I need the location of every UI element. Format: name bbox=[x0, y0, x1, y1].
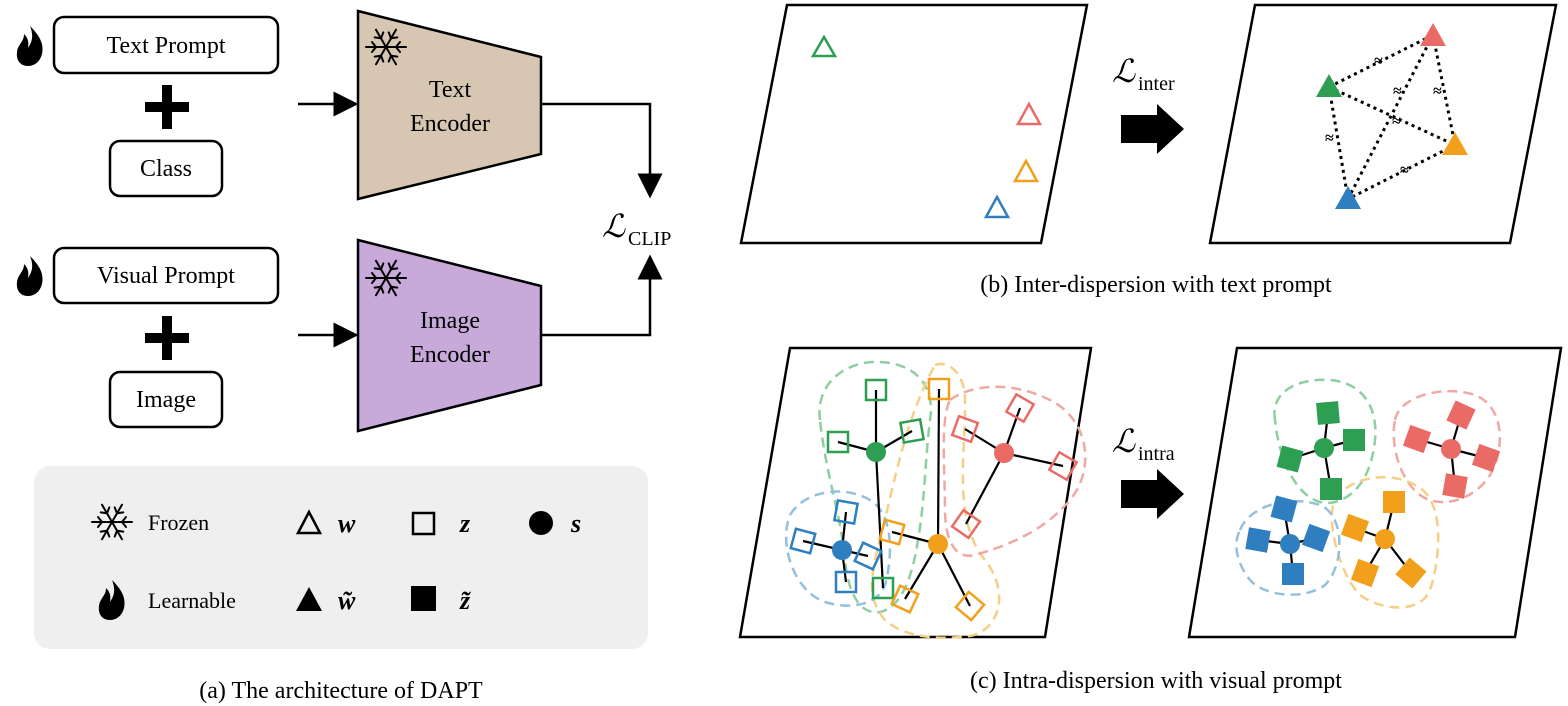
loss-intra-symbol: ℒ bbox=[1112, 423, 1136, 459]
loss-intra-subscript: intra bbox=[1138, 443, 1175, 465]
loss-clip-symbol: ℒ bbox=[602, 208, 626, 244]
embedding-space-before bbox=[738, 346, 1093, 639]
class-label: Class bbox=[140, 156, 192, 182]
circle-filled-icon bbox=[529, 511, 553, 535]
loss-inter-subscript: inter bbox=[1138, 73, 1175, 95]
orange-center bbox=[1375, 529, 1395, 549]
triangle-filled-icon bbox=[1335, 186, 1361, 209]
triangle-outline-icon bbox=[983, 194, 1011, 219]
svg-text:≈: ≈ bbox=[1433, 83, 1442, 100]
image-box bbox=[108, 370, 224, 429]
image-label: Image bbox=[136, 387, 196, 413]
blue-samples bbox=[789, 498, 883, 594]
visual-prompt-label: Visual Prompt bbox=[97, 263, 235, 289]
image-encoder bbox=[356, 238, 543, 433]
legend-z-label: z bbox=[459, 509, 471, 538]
right-arrow-icon bbox=[1121, 469, 1184, 519]
plus-icon bbox=[145, 316, 189, 360]
square-outline-icon bbox=[411, 511, 436, 536]
loss-clip-subscript: CLIP bbox=[628, 228, 671, 250]
svg-text:≈: ≈ bbox=[1374, 53, 1383, 70]
embedding-space-after bbox=[1187, 346, 1563, 639]
image-encoder-label-2: Encoder bbox=[410, 342, 490, 368]
approx-marks: ≈ ≈ ≈ ≈ ≈ ≈ bbox=[1325, 53, 1442, 179]
legend-box bbox=[34, 466, 648, 649]
legend-learnable-label: Learnable bbox=[148, 588, 236, 613]
text-encoder-label-1: Text bbox=[429, 77, 472, 103]
legend-w-label: w bbox=[338, 509, 356, 538]
text-prompt-box bbox=[52, 15, 280, 75]
red-samples-after bbox=[1402, 400, 1501, 499]
loss-inter-symbol: ℒ bbox=[1112, 53, 1136, 89]
svg-text:≈: ≈ bbox=[1400, 162, 1409, 179]
svg-text:≈: ≈ bbox=[1393, 83, 1402, 100]
triangle-filled-icon bbox=[1316, 74, 1342, 97]
blue-samples-after bbox=[1245, 495, 1331, 585]
caption-c: (c) Intra-dispersion with visual prompt bbox=[970, 668, 1342, 694]
panel-a: Text Prompt Class Text Encoder ℒ CLIP Vi… bbox=[16, 9, 671, 704]
text-encoder bbox=[356, 9, 543, 201]
dispersion-lines bbox=[1327, 33, 1457, 201]
green-samples bbox=[826, 378, 926, 600]
orange-samples-after bbox=[1340, 491, 1427, 589]
class-box bbox=[108, 139, 224, 198]
text-output-arrow bbox=[541, 102, 663, 199]
cluster-red bbox=[942, 385, 1087, 558]
triangle-filled-icon bbox=[296, 587, 322, 611]
embedding-space-after bbox=[1208, 3, 1558, 245]
legend-s-label: s bbox=[570, 509, 581, 538]
embedding-space-before bbox=[739, 3, 1089, 245]
green-center bbox=[1314, 438, 1334, 458]
cluster-orange bbox=[870, 362, 1001, 639]
triangle-outline-icon bbox=[810, 34, 838, 58]
red-center bbox=[994, 443, 1014, 463]
legend-frozen-label: Frozen bbox=[148, 510, 209, 535]
red-samples bbox=[950, 392, 1079, 540]
cluster-blue bbox=[1235, 500, 1341, 596]
blue-center bbox=[832, 540, 852, 560]
orange-center bbox=[928, 534, 948, 554]
text-prompt-label: Text Prompt bbox=[107, 33, 226, 59]
image-output-arrow bbox=[541, 254, 663, 337]
text-encoder-label-2: Encoder bbox=[410, 111, 490, 137]
panel-c: ℒ intra bbox=[738, 346, 1563, 694]
square-filled-icon bbox=[411, 586, 436, 611]
triangle-outline-icon bbox=[295, 509, 323, 535]
panel-b: ℒ inter ≈ ≈ ≈ ≈ ≈ ≈ (b) Inter-dispersion… bbox=[739, 3, 1558, 298]
cluster-blue bbox=[784, 490, 892, 607]
svg-text:≈: ≈ bbox=[1325, 130, 1334, 147]
legend-z-tilde-label: z̃ bbox=[459, 586, 471, 615]
right-arrow-icon bbox=[1121, 104, 1184, 154]
flame-icon bbox=[16, 26, 43, 66]
cluster-green bbox=[1273, 378, 1377, 505]
triangle-filled-icon bbox=[1442, 132, 1468, 155]
plus-icon bbox=[145, 85, 189, 129]
triangle-outline-icon bbox=[1015, 101, 1043, 126]
green-center bbox=[866, 442, 886, 462]
flame-icon bbox=[16, 256, 43, 296]
green-samples-after bbox=[1276, 401, 1365, 500]
caption-b: (b) Inter-dispersion with text prompt bbox=[980, 272, 1332, 298]
orange-samples bbox=[878, 377, 986, 622]
triangle-outline-icon bbox=[1012, 158, 1040, 183]
blue-center bbox=[1280, 534, 1300, 554]
svg-text:≈: ≈ bbox=[1392, 113, 1401, 130]
cluster-red bbox=[1392, 389, 1501, 504]
legend-w-tilde-label: w̃ bbox=[338, 586, 356, 615]
caption-a: (a) The architecture of DAPT bbox=[199, 678, 483, 704]
triangle-filled-icon bbox=[1420, 23, 1446, 46]
red-center bbox=[1441, 439, 1461, 459]
image-encoder-label-1: Image bbox=[420, 308, 480, 334]
visual-prompt-box bbox=[52, 246, 280, 305]
